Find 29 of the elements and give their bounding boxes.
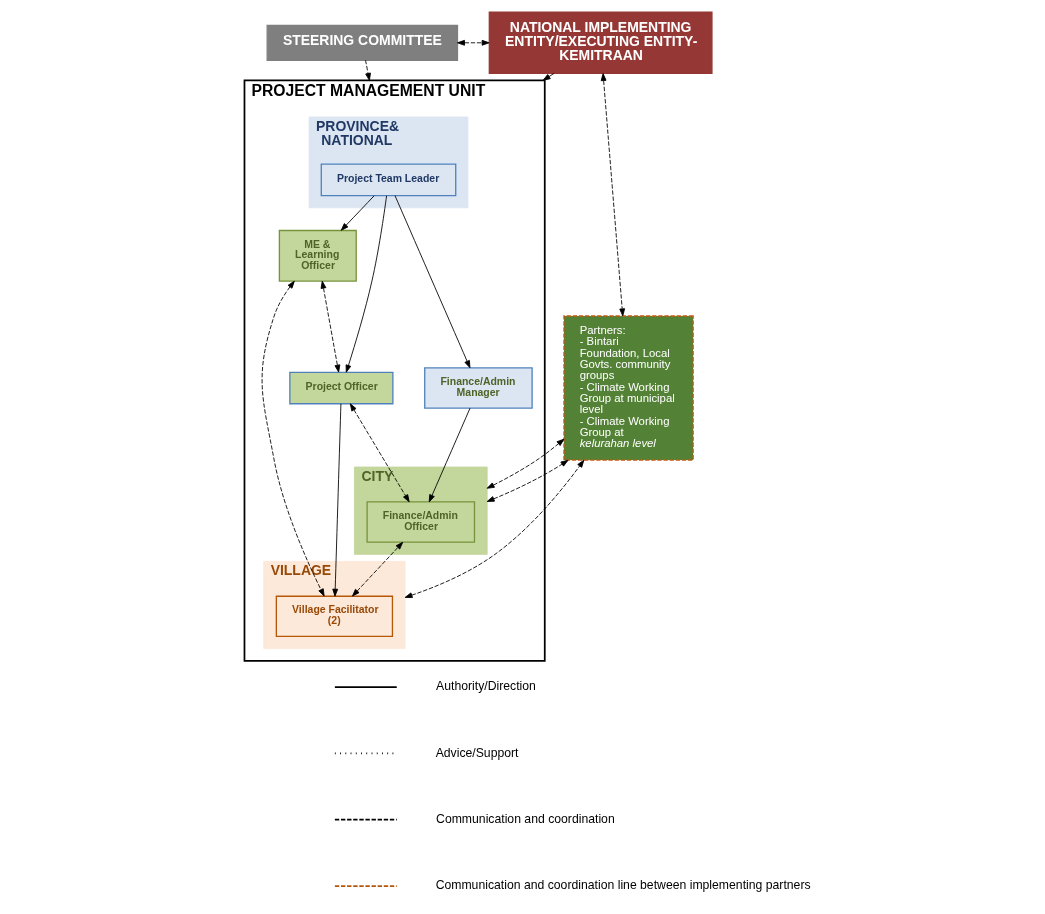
arrow [352, 541, 404, 597]
arrow [365, 59, 371, 81]
arrow [428, 407, 471, 503]
node-box: Project Team Leader [320, 163, 457, 197]
legend-label: Authority/Direction [436, 679, 536, 694]
arrow [320, 280, 341, 373]
arrow [394, 195, 471, 369]
arrow [542, 72, 555, 81]
node-box: ME & Learning Officer [278, 229, 357, 282]
arrow [486, 438, 565, 489]
legend-label: Communication and coordination line between implementing partners [435, 878, 811, 893]
node-box: Finance/Admin Officer [366, 501, 476, 543]
arrow [486, 459, 569, 502]
legend-label: Communication and coordination [436, 811, 615, 826]
arrow [457, 39, 490, 46]
node-box: Partners: - Bintari Foundation, Local Govts. community groups - Climate Working Group at municipal level - Climate Working Group at kelurahan level [563, 315, 694, 461]
arrow [261, 280, 325, 597]
node-box: STEERING COMMITTEE [266, 24, 459, 61]
node-box: Project Officer [289, 371, 394, 405]
node-box: Village Facilitator (2) [275, 595, 394, 638]
legend-label: Advice/Support [435, 745, 519, 760]
arrow [345, 195, 387, 373]
arrow [600, 73, 626, 317]
node-box: NATIONAL IMPLEMENTING ENTITY/EXECUTING ENTITY-KEMITRAAN [488, 11, 713, 74]
arrow [404, 459, 585, 598]
arrow [349, 403, 410, 503]
node-box: Finance/Admin Manager [424, 367, 533, 409]
arrow [332, 403, 342, 597]
arrow [340, 195, 375, 231]
